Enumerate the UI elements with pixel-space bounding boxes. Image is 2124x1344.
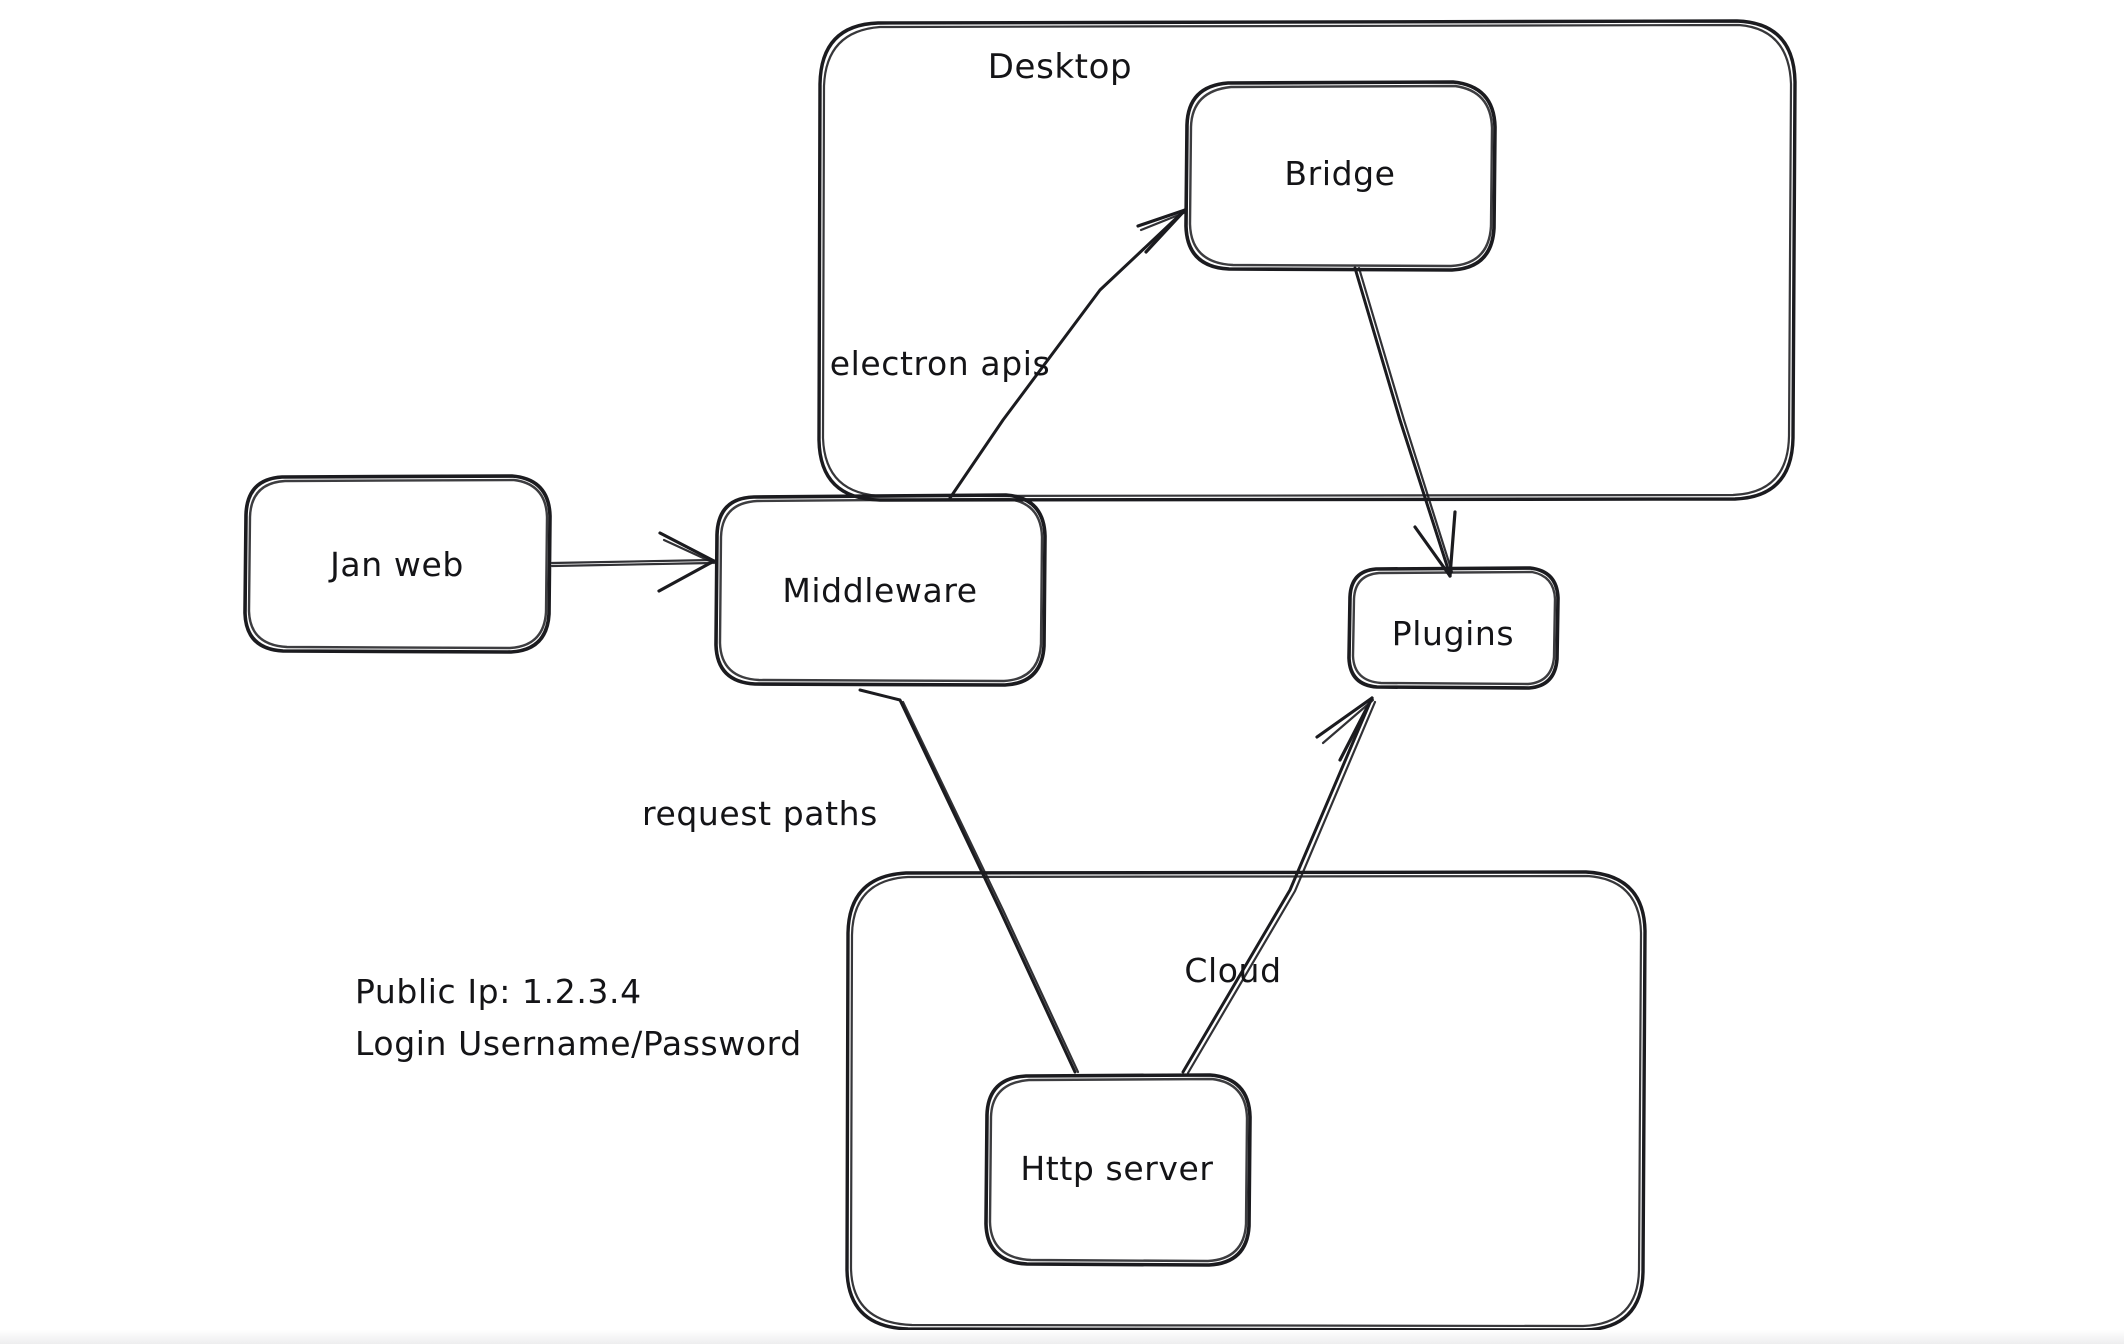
middleware-box-border-overstroke	[718, 497, 1044, 683]
bridge-box-border-overstroke	[1188, 84, 1494, 268]
edge-middleware-bridge-arrowhead-c	[1139, 210, 1188, 232]
bridge-box-border	[1184, 80, 1497, 272]
edge-httpserver-plugins-arrowhead-b	[1338, 696, 1374, 762]
edge-jan-web-to-middleware[interactable]	[550, 531, 716, 593]
jan-web-label: Jan web	[328, 545, 464, 584]
edge-janweb-middleware-line-overstroke	[550, 561, 714, 568]
container-desktop[interactable]	[817, 19, 1797, 502]
node-jan-web[interactable]: Jan web	[243, 474, 552, 654]
jan-web-box-border	[243, 474, 552, 654]
node-http-server[interactable]: Http server	[984, 1073, 1252, 1267]
desktop-container-border	[817, 19, 1797, 502]
cloud-container-border-overstroke	[849, 874, 1643, 1328]
middleware-label: Middleware	[782, 571, 977, 610]
public-ip-note: Public Ip: 1.2.3.4 Login Username/Passwo…	[355, 972, 802, 1063]
edge-janweb-middleware-arrowhead-c	[662, 538, 716, 565]
edge-janweb-middleware-arrowhead-b	[657, 559, 716, 593]
page-bottom-edge	[0, 1330, 2124, 1344]
public-ip-line: Public Ip: 1.2.3.4	[355, 972, 642, 1011]
edge-bridge-to-plugins[interactable]	[1353, 266, 1457, 578]
edge-httpserver-middleware-line-overstroke	[901, 700, 1080, 1074]
plugins-label: Plugins	[1392, 614, 1514, 653]
edge-http-server-to-plugins[interactable]	[1181, 696, 1377, 1075]
edge-label-request-paths: request paths	[642, 794, 878, 833]
edge-httpserver-middleware-line	[858, 688, 1077, 1074]
edge-janweb-middleware-line	[550, 558, 714, 565]
edge-janweb-middleware-arrowhead-a	[658, 531, 716, 563]
edge-httpserver-plugins-arrowhead-a	[1315, 696, 1374, 739]
node-middleware[interactable]: Middleware	[714, 493, 1047, 687]
edge-middleware-to-bridge[interactable]	[948, 208, 1188, 500]
edge-bridge-plugins-line	[1353, 266, 1451, 574]
edge-middleware-bridge-line	[948, 208, 1187, 500]
http-server-label: Http server	[1020, 1149, 1213, 1188]
jan-web-box-border-overstroke	[247, 478, 549, 650]
http-server-box-border	[984, 1073, 1252, 1267]
edge-middleware-bridge-arrowhead-b	[1144, 208, 1187, 254]
edge-label-cloud: Cloud	[1184, 951, 1281, 990]
plugins-box-border	[1347, 566, 1560, 690]
edge-httpserver-plugins-arrowhead-c	[1321, 698, 1375, 745]
desktop-container-border-overstroke	[821, 23, 1793, 498]
edge-label-electron-apis: electron apis	[830, 344, 1051, 383]
http-server-box-border-overstroke	[988, 1077, 1249, 1263]
login-credentials-line: Login Username/Password	[355, 1024, 802, 1063]
node-plugins[interactable]: Plugins	[1347, 566, 1560, 690]
node-bridge[interactable]: Bridge	[1184, 80, 1497, 272]
desktop-container-label: Desktop	[988, 47, 1132, 87]
middleware-box-border	[714, 493, 1047, 687]
edge-bridge-plugins-arrowhead-b	[1448, 510, 1457, 578]
edge-http-server-to-middleware[interactable]	[858, 688, 1080, 1074]
edge-httpserver-plugins-line	[1181, 698, 1373, 1074]
edge-middleware-bridge-arrowhead-a	[1136, 208, 1187, 228]
plugins-box-border-overstroke	[1351, 570, 1557, 686]
edge-httpserver-plugins-line-overstroke	[1186, 700, 1377, 1075]
edge-bridge-plugins-line-overstroke	[1357, 266, 1454, 574]
bridge-label: Bridge	[1284, 154, 1395, 193]
